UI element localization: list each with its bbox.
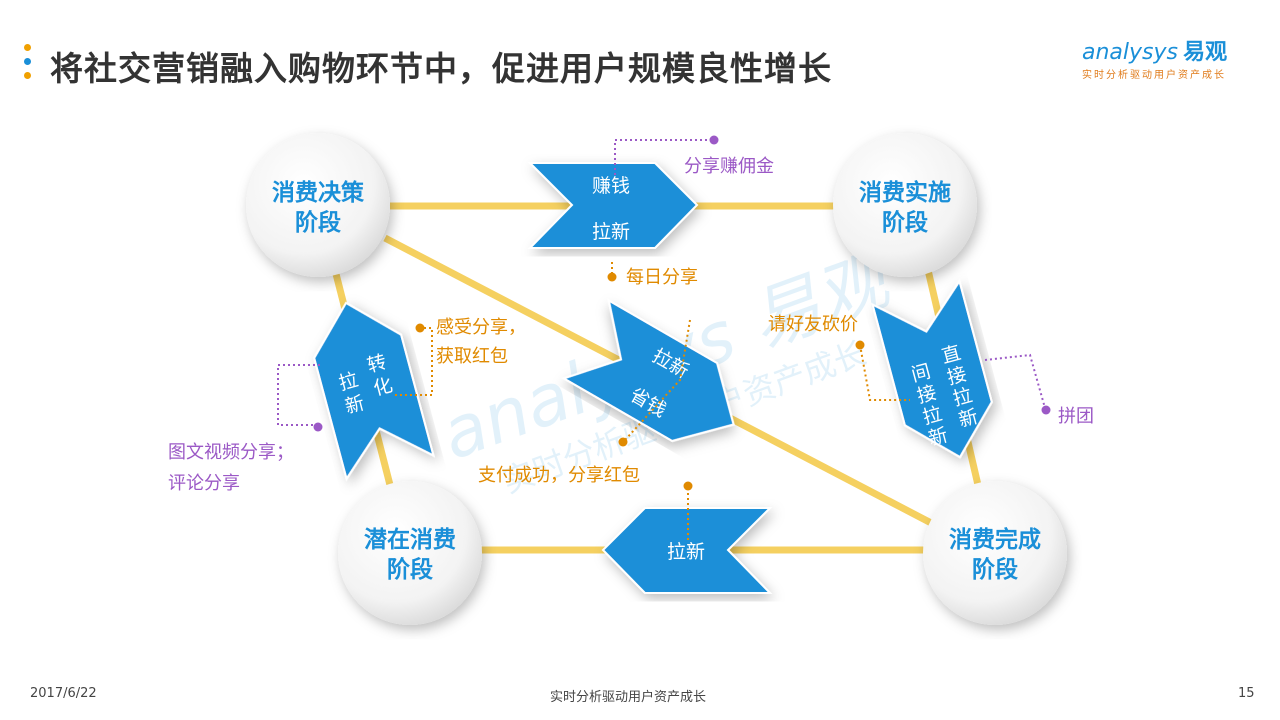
svg-text:拉新: 拉新 bbox=[592, 221, 630, 243]
note-share-commission: 分享赚佣金 bbox=[684, 156, 774, 177]
slide-title: 将社交营销融入购物环节中，促进用户规模良性增长 bbox=[50, 49, 832, 88]
note-get-redpack: 获取红包 bbox=[436, 346, 508, 367]
svg-text:消费决策: 消费决策 bbox=[272, 179, 365, 206]
note-group-buy: 拼团 bbox=[1058, 406, 1094, 427]
page-number: 15 bbox=[1238, 686, 1255, 701]
note-daily-share: 每日分享 bbox=[626, 267, 698, 288]
svg-text:赚钱: 赚钱 bbox=[592, 175, 630, 197]
svg-text:消费实施: 消费实施 bbox=[859, 179, 951, 206]
svg-text:潜在消费: 潜在消费 bbox=[364, 526, 456, 553]
footer-center: 实时分析驱动用户资产成长 bbox=[550, 690, 707, 705]
svg-text:拉新: 拉新 bbox=[667, 541, 705, 563]
footer-date: 2017/6/22 bbox=[30, 686, 97, 701]
bullet-dot bbox=[24, 72, 31, 79]
arrow-bottom: 拉新 bbox=[601, 507, 773, 594]
svg-text:阶段: 阶段 bbox=[882, 209, 928, 236]
svg-text:消费完成: 消费完成 bbox=[949, 526, 1041, 553]
note-feel-share: 感受分享， bbox=[436, 317, 526, 338]
svg-text:阶段: 阶段 bbox=[295, 209, 341, 236]
annotation-lines bbox=[277, 139, 1046, 540]
logo: analysys 易观 实时分析驱动用户资产成长 bbox=[1082, 40, 1228, 81]
note-media-share: 图文视频分享； bbox=[168, 442, 294, 463]
annotation-dots bbox=[313, 135, 1051, 491]
bullet-dot bbox=[24, 58, 31, 65]
svg-text:阶段: 阶段 bbox=[972, 556, 1018, 583]
note-comment-share: 评论分享 bbox=[168, 473, 240, 494]
bullet-dot bbox=[24, 44, 31, 51]
note-pay-share: 支付成功，分享红包 bbox=[478, 465, 640, 486]
note-friend-bargain: 请好友砍价 bbox=[768, 314, 858, 335]
svg-text:阶段: 阶段 bbox=[387, 556, 433, 583]
